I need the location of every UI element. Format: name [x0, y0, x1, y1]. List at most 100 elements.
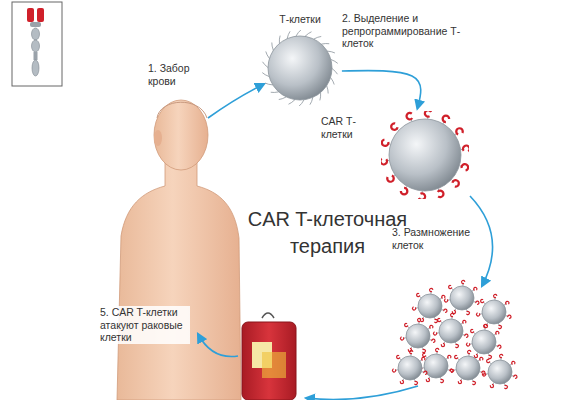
car-receptor: [493, 294, 497, 298]
car-receptor: [412, 306, 416, 310]
cell-villus: [262, 73, 269, 77]
cell-villus: [327, 86, 329, 94]
cell-villus: [299, 100, 304, 106]
receptor-hinge: [30, 22, 41, 27]
car-receptor: [421, 357, 425, 361]
bag-hook: [262, 313, 274, 318]
cell-villus: [296, 30, 301, 36]
cell-label: CAR Т-клетки: [321, 115, 379, 140]
car-receptor: [499, 354, 503, 358]
car-receptor: [513, 375, 517, 379]
cell-body: [482, 300, 506, 324]
bag-body: [242, 322, 296, 400]
car-receptor: [476, 312, 480, 316]
patient-body: [117, 160, 241, 400]
car-receptor: [504, 385, 508, 389]
car-receptor: [429, 288, 433, 292]
cell-body: [439, 319, 463, 343]
cell-body: [398, 356, 422, 380]
car-receptor: [436, 189, 445, 198]
car-receptor: [422, 349, 426, 353]
car-receptor: [455, 127, 464, 136]
car-receptor: [441, 295, 445, 299]
car-receptor: [511, 361, 515, 365]
car-receptor: [409, 350, 413, 354]
cell-villus: [327, 51, 335, 53]
cell-villus: [319, 92, 321, 100]
cell-body: [406, 324, 430, 348]
infusion-bag: [242, 313, 296, 400]
car-receptor: [461, 280, 465, 284]
car-receptor: [466, 342, 470, 346]
car-receptor: [443, 116, 449, 122]
receptor-domain: [32, 40, 40, 52]
car-receptor: [488, 355, 492, 359]
bag-window: [262, 352, 286, 378]
cell-body: [268, 36, 332, 100]
patient-hairline: [157, 102, 207, 118]
car-receptor: [441, 343, 444, 346]
car-receptor: [482, 372, 486, 376]
car-receptor: [414, 381, 418, 385]
car-receptor: [429, 325, 433, 329]
car-receptor: [467, 350, 471, 354]
step-label: 5. CAR T-клетки атакуют раковые клетки: [100, 306, 190, 344]
receptor-head: [37, 8, 44, 22]
car-receptor: [473, 287, 477, 291]
patient-figure: [117, 100, 241, 400]
car-receptor: [462, 320, 466, 324]
car-receptor: [443, 309, 447, 313]
cell-villus: [265, 83, 273, 85]
car-receptor: [404, 323, 408, 327]
car-receptor: [507, 315, 511, 319]
car-receptor: [490, 384, 493, 387]
car-receptor: [455, 344, 459, 348]
step-label: 2. Выделение и репрограммирование Т-клет…: [342, 12, 467, 50]
car-receptor: [381, 139, 389, 147]
car-receptor: [450, 368, 454, 372]
step-label: 3. Размножение клеток: [392, 226, 480, 251]
car-receptor: [417, 318, 421, 322]
cell-villus: [289, 100, 295, 105]
cell-body: [389, 119, 461, 191]
car-receptor: [440, 379, 444, 383]
car-receptor: [396, 355, 400, 359]
car-receptor: [416, 293, 420, 297]
car-receptor: [479, 357, 483, 361]
inset-frame: [12, 2, 62, 86]
cell-body: [450, 286, 474, 310]
car-receptor: [483, 324, 487, 328]
cell-villus: [263, 62, 268, 68]
car-receptor: [444, 298, 448, 302]
car-receptor: [462, 144, 469, 153]
receptor-head: [27, 8, 34, 22]
car-receptor: [475, 301, 479, 305]
diagram-title: CAR T-клеточная терапия: [240, 206, 415, 260]
receptor-stem: [34, 52, 38, 60]
car-receptor: [400, 380, 403, 383]
cell-villus: [279, 36, 281, 44]
cell-body: [424, 354, 448, 378]
car-receptor: [458, 380, 461, 383]
cell-villus: [321, 43, 329, 45]
car-receptor: [486, 359, 490, 363]
car-receptor: [472, 381, 476, 385]
cell-outline: [381, 111, 469, 199]
car-receptor: [466, 311, 470, 315]
car-receptor: [495, 331, 499, 335]
car-receptor: [435, 348, 439, 352]
car-receptor: [431, 339, 435, 343]
cell-villus: [314, 36, 322, 39]
cell-outline: [260, 28, 340, 108]
patient-head: [154, 100, 208, 170]
cell-villus: [305, 32, 311, 37]
cycle-arrow: [198, 334, 238, 357]
cell-villus: [272, 43, 274, 51]
car-receptor: [452, 180, 460, 188]
car-receptor: [470, 329, 474, 333]
cell-villus: [266, 51, 270, 58]
cell-villus: [310, 97, 313, 104]
car-receptor: [423, 371, 427, 375]
cell-label: Т-клетки: [279, 13, 321, 26]
